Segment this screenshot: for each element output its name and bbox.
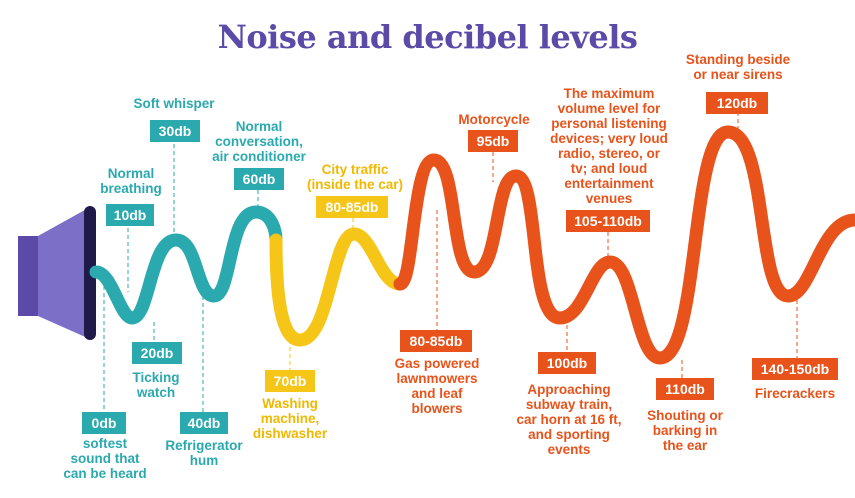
label-0db: softest sound that can be heard <box>63 436 147 481</box>
sound-wave <box>89 125 855 365</box>
badge-40db: 40db <box>180 412 228 434</box>
label-30db: Soft whisper <box>133 96 215 111</box>
label-10db: Normal breathing <box>100 166 162 196</box>
label-motorcycle: Motorcycle <box>458 112 530 127</box>
speaker-icon <box>18 206 96 340</box>
badge-100db: 100db <box>538 352 596 374</box>
label-20db: Ticking watch <box>132 370 180 400</box>
label-max-volume: The maximum volume level for personal li… <box>550 86 668 206</box>
badge-120db: 120db <box>706 92 768 114</box>
label-shouting: Shouting or barking in the ear <box>647 408 723 453</box>
wave-orange <box>393 125 855 365</box>
label-40db: Refrigerator hum <box>165 438 243 468</box>
label-70db: Washing machine, dishwasher <box>252 396 328 441</box>
label-firecrackers: Firecrackers <box>754 386 836 401</box>
badge-10db: 10db <box>106 204 154 226</box>
badge-0db: 0db <box>82 412 126 434</box>
badge-70db: 70db <box>265 370 315 392</box>
badge-30db: 30db <box>150 120 200 142</box>
label-subway: Approaching subway train, car horn at 16… <box>516 382 622 457</box>
wave-teal <box>89 205 283 325</box>
wave-yellow <box>269 227 407 347</box>
label-sirens: Standing beside or near sirens <box>685 52 791 82</box>
badge-60db: 60db <box>234 168 284 190</box>
badge-95db: 95db <box>468 130 518 152</box>
badge-20db: 20db <box>132 342 182 364</box>
badge-140-150db: 140-150db <box>752 358 838 380</box>
badge-80-85db-lawnmower: 80-85db <box>400 330 472 352</box>
badge-110db: 110db <box>656 378 714 400</box>
label-city-traffic: City traffic (inside the car) <box>306 162 404 192</box>
badge-105-110db: 105-110db <box>566 210 650 232</box>
page-title: Noise and decibel levels <box>217 18 638 56</box>
label-lawnmowers: Gas powered lawnmowers and leaf blowers <box>394 356 480 416</box>
label-60db: Normal conversation, air conditioner <box>212 119 306 164</box>
badge-80-85db-traffic: 80-85db <box>316 196 388 218</box>
